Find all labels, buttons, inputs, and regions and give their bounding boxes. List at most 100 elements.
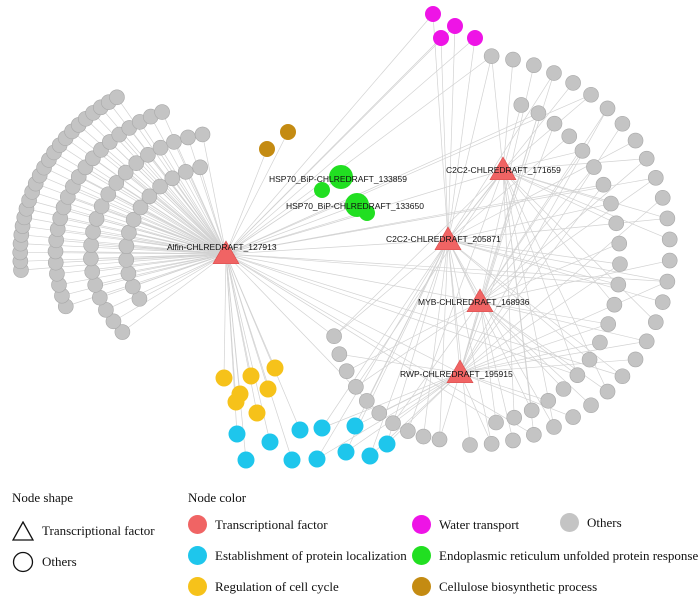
legend-color-item: Others xyxy=(560,513,622,532)
hsp70-node xyxy=(345,193,369,217)
others-node xyxy=(326,328,342,345)
hub-rwp xyxy=(446,359,474,384)
network-edge xyxy=(479,150,583,303)
network-edge xyxy=(159,186,227,255)
others-node xyxy=(118,238,135,254)
network-edge xyxy=(459,372,574,418)
others-node xyxy=(141,188,158,205)
others-node xyxy=(638,150,655,167)
label-hsp70-133859: HSP70_BiP-CHLREDRAFT_133859 xyxy=(269,174,407,184)
others-node xyxy=(131,291,148,307)
others-node xyxy=(592,334,608,351)
others-node xyxy=(610,276,627,293)
legend-color-label: Endoplasmic reticulum unfolded protein r… xyxy=(439,547,699,563)
network-edge xyxy=(459,263,621,374)
cell-cycle-node xyxy=(215,369,233,387)
network-edge xyxy=(459,323,609,374)
network-edge xyxy=(128,253,227,274)
network-edge xyxy=(491,56,504,171)
others-node xyxy=(599,383,616,400)
network-edge xyxy=(479,301,608,392)
network-edge xyxy=(502,169,668,219)
network-edge xyxy=(225,253,301,431)
network-edge xyxy=(447,239,461,374)
network-edge xyxy=(128,232,227,255)
others-node xyxy=(105,313,122,330)
network-edge xyxy=(502,150,583,171)
others-node xyxy=(83,250,99,267)
others-node xyxy=(581,351,598,368)
others-node xyxy=(166,134,182,150)
network-edge xyxy=(96,218,227,255)
network-edge xyxy=(116,182,227,255)
network-edge xyxy=(447,37,476,241)
others-node xyxy=(565,409,581,425)
protein-localization-node xyxy=(291,421,309,439)
network-edge xyxy=(439,372,461,440)
others-node xyxy=(108,175,125,191)
cellulose-node xyxy=(259,141,275,157)
others-node xyxy=(611,235,628,252)
network-edge xyxy=(386,372,461,445)
legend-shape-circle: Others xyxy=(12,551,77,573)
swatch-protein-localization xyxy=(188,546,207,565)
network-edge xyxy=(459,301,481,374)
network-edge xyxy=(479,301,647,342)
triangle-icon xyxy=(12,521,34,541)
legend-color-item: Regulation of cell cycle xyxy=(188,577,339,596)
network-edge xyxy=(447,239,663,303)
network-edge xyxy=(479,301,578,376)
others-node xyxy=(526,57,542,74)
others-node xyxy=(647,314,664,330)
network-edge xyxy=(58,253,227,286)
others-node xyxy=(125,278,141,295)
network-edge xyxy=(502,169,555,428)
others-node xyxy=(87,277,104,293)
network-edge xyxy=(122,253,227,333)
network-edge xyxy=(316,372,461,460)
network-edge xyxy=(386,239,449,445)
network-edge xyxy=(502,169,612,204)
network-edge xyxy=(225,131,289,255)
network-edge xyxy=(126,253,227,261)
hub-c2c2-171659 xyxy=(489,156,517,181)
network-edge xyxy=(479,177,656,303)
others-node xyxy=(505,432,521,449)
others-node xyxy=(526,426,542,443)
label-alfin: Alfin-CHLREDRAFT_127913 xyxy=(167,242,277,252)
swatch-others xyxy=(560,513,579,532)
network-edge xyxy=(321,372,461,429)
others-node xyxy=(177,164,194,180)
others-node xyxy=(586,159,602,175)
legend-color-title: Node color xyxy=(188,490,247,505)
network-edge xyxy=(225,37,442,255)
network-edge xyxy=(502,169,617,224)
others-node xyxy=(100,186,117,203)
network-edge xyxy=(502,169,670,240)
network-edge xyxy=(225,253,497,423)
network-edge xyxy=(225,253,578,376)
network-edge xyxy=(502,59,514,171)
cell-cycle-node xyxy=(242,367,260,385)
network-edge xyxy=(72,186,227,255)
network-edge xyxy=(502,94,592,171)
others-node xyxy=(627,132,644,149)
hub-c2c2-205871 xyxy=(434,226,462,251)
network-edge xyxy=(447,72,555,241)
legend: Node shape Transcriptional factor Others… xyxy=(0,478,700,603)
legend-color-item: Water transport xyxy=(412,515,519,534)
network-edge xyxy=(447,169,504,241)
network-edge xyxy=(225,112,539,255)
others-node xyxy=(400,423,416,439)
others-node xyxy=(603,195,619,212)
network-edge xyxy=(108,193,227,255)
others-node xyxy=(523,402,540,419)
protein-localization-node xyxy=(228,425,246,443)
network-edge xyxy=(502,169,515,418)
others-node xyxy=(385,415,401,432)
network-edge xyxy=(447,56,492,241)
label-c2c2-171659: C2C2-CHLREDRAFT_171659 xyxy=(446,165,561,175)
others-node xyxy=(483,436,500,452)
others-node xyxy=(194,126,211,143)
others-node xyxy=(462,437,478,453)
